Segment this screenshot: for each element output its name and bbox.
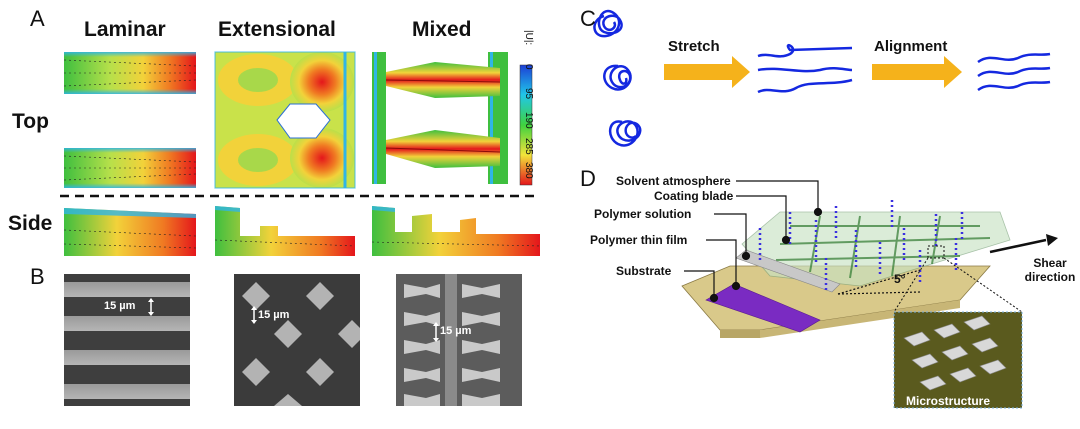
mixed-side-map <box>371 206 541 256</box>
stretch-label: Stretch <box>668 38 720 55</box>
sem-image-laminar <box>64 274 190 406</box>
column-title-extensional: Extensional <box>218 18 336 41</box>
panel-c-letter: C <box>580 6 596 31</box>
alignment-label: Alignment <box>874 38 948 55</box>
colorbar-tick-190: 190 <box>523 112 534 129</box>
label-angle: 5° <box>894 272 906 286</box>
label-coating-blade: Coating blade <box>654 189 734 203</box>
aligned-polymer <box>977 52 1051 92</box>
colorbar <box>519 64 533 186</box>
microstructure-inset <box>893 311 1023 409</box>
stretched-polymer <box>757 44 853 94</box>
extensional-side-map <box>214 206 356 256</box>
coiled-polymer-3 <box>609 120 642 147</box>
colorbar-tick-285: 285 <box>523 138 534 155</box>
laminar-top-upper-channel <box>63 52 197 94</box>
label-polymer-thin-film: Polymer thin film <box>590 233 688 247</box>
label-polymer-solution: Polymer solution <box>594 207 692 221</box>
panel-d-letter: D <box>580 166 596 191</box>
alignment-arrow <box>872 56 962 88</box>
scale-label-extensional: 15 µm <box>258 309 290 321</box>
coiled-polymer-1 <box>593 9 623 38</box>
sem-image-extensional <box>234 274 360 406</box>
coating-schematic <box>681 200 1058 338</box>
column-title-laminar: Laminar <box>84 18 166 41</box>
column-title-mixed: Mixed <box>412 18 472 41</box>
row-title-side: Side <box>8 212 53 235</box>
colorbar-tick-95: 95 <box>523 88 534 100</box>
extensional-top-map <box>214 51 356 189</box>
laminar-top-lower-channel <box>63 148 197 188</box>
sem-image-mixed <box>396 274 522 406</box>
panel-b-letter: B <box>30 264 45 289</box>
label-shear-direction: Shear direction <box>1024 256 1076 284</box>
laminar-side-map <box>63 208 197 256</box>
label-solvent-atmosphere: Solvent atmosphere <box>616 174 731 188</box>
row-title-top: Top <box>12 110 49 133</box>
label-microstructure: Microstructure <box>906 394 991 408</box>
scale-label-mixed: 15 µm <box>440 325 472 337</box>
label-substrate: Substrate <box>616 264 672 278</box>
leader-lines <box>684 180 823 303</box>
colorbar-tick-0: 0 <box>523 64 534 70</box>
panel-a-letter: A <box>30 6 45 31</box>
coiled-polymer-2 <box>603 64 632 91</box>
mixed-top-map <box>372 52 508 184</box>
colorbar-tick-380: 380 <box>523 162 534 179</box>
colorbar-unit-label: |U|: <box>523 30 534 46</box>
scale-label-laminar: 15 µm <box>104 300 136 312</box>
stretch-arrow <box>664 56 750 88</box>
